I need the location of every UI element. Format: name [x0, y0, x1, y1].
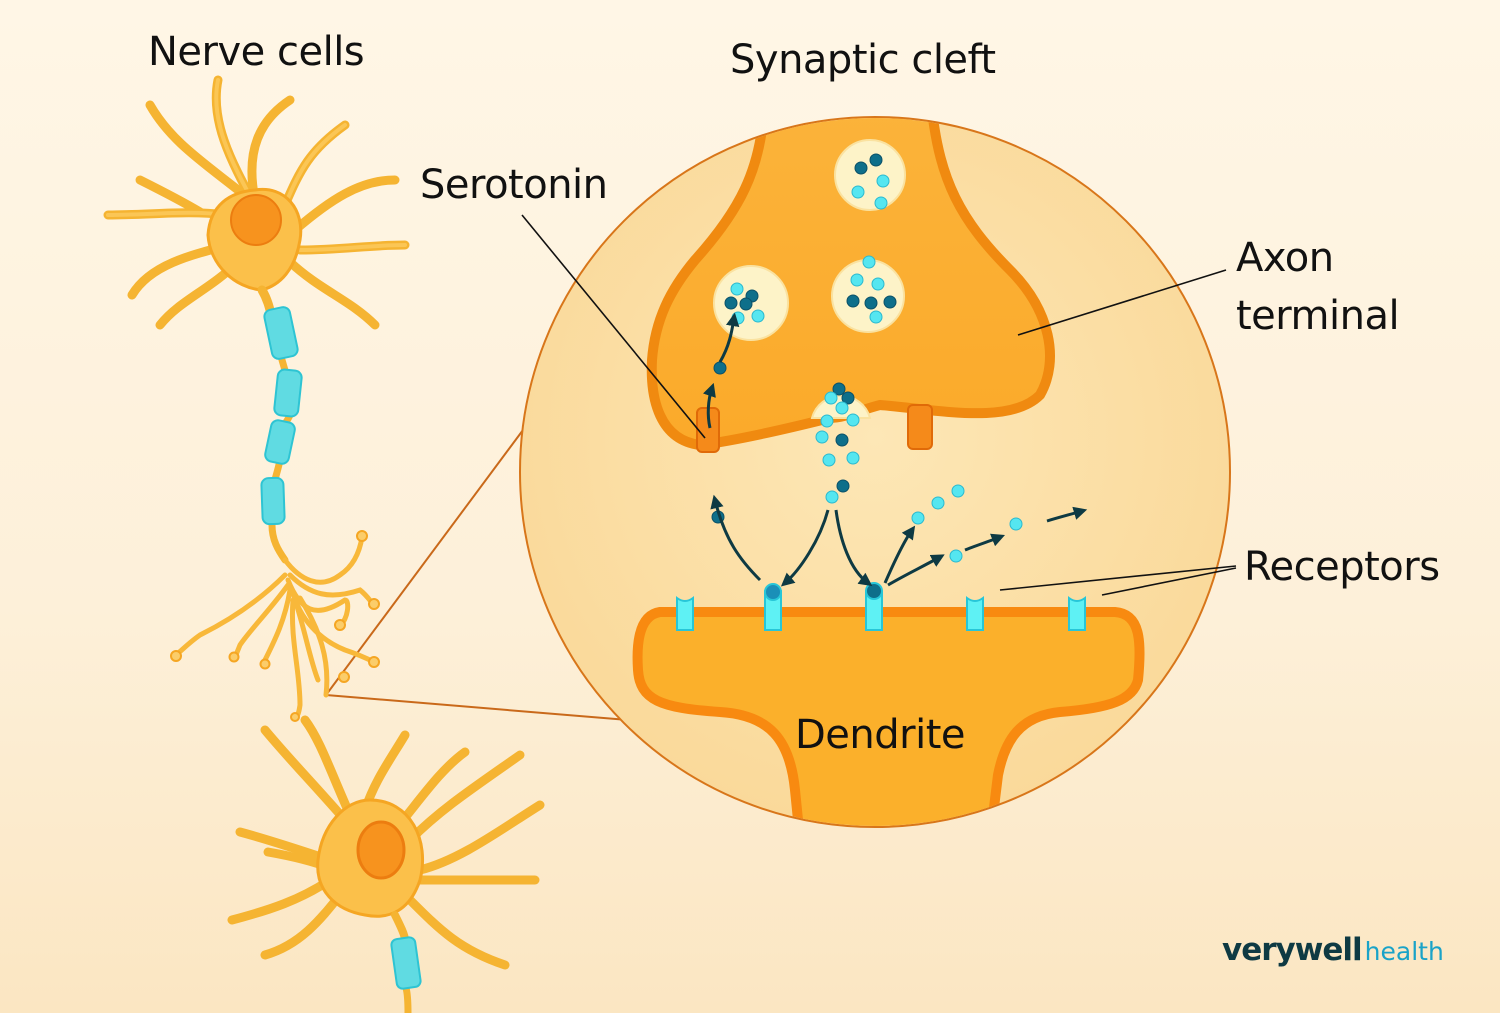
serotonin-molecule-icon	[836, 479, 850, 493]
receptors-leader-line-a	[999, 565, 1237, 591]
serotonin-molecule-icon	[869, 153, 883, 167]
serotonin-molecule-icon	[835, 401, 849, 415]
receptor-icon	[1068, 596, 1086, 631]
lower-neuron	[227, 715, 545, 1013]
bound-serotonin-molecule-icon	[764, 583, 782, 601]
serotonin-molecule-icon	[874, 196, 888, 210]
serotonin-molecule-icon	[851, 185, 865, 199]
serotonin-molecule-icon	[815, 430, 829, 444]
serotonin-molecule-icon	[822, 453, 836, 467]
serotonin-molecule-icon	[835, 433, 849, 447]
serotonin-molecule-icon	[883, 295, 897, 309]
serotonin-molecule-icon	[739, 297, 753, 311]
serotonin-leader-line	[521, 214, 706, 439]
serotonin-molecule-icon	[713, 361, 727, 375]
serotonin-molecule-icon	[1009, 517, 1023, 531]
serotonin-label: Serotonin	[420, 162, 608, 208]
brand-secondary: health	[1364, 937, 1444, 966]
arrow-icon	[703, 312, 1088, 587]
receptors-leader-line-b	[1101, 567, 1237, 596]
serotonin-molecule-icon	[876, 174, 890, 188]
serotonin-molecule-icon	[854, 161, 868, 175]
serotonin-molecule-icon	[911, 511, 925, 525]
upper-neuron	[103, 75, 410, 722]
synaptic-cleft-label: Synaptic cleft	[730, 37, 996, 83]
leader-lines	[521, 214, 1237, 596]
dendrite-label: Dendrite	[795, 712, 966, 758]
receptor-icon	[676, 596, 694, 631]
myelin-sheath-icon	[390, 936, 422, 990]
serotonin-molecule-icon	[846, 451, 860, 465]
brand-primary: verywell	[1222, 932, 1363, 968]
serotonin-molecule-icon	[869, 310, 883, 324]
serotonin-molecule-icon	[820, 414, 834, 428]
serotonin-molecule-icon	[724, 296, 738, 310]
axon-terminal-leader-line	[1017, 269, 1227, 336]
axon-terminal-label: Axon terminal	[1236, 228, 1400, 346]
bound-serotonin-molecule-icon	[865, 582, 883, 600]
zoom-connector	[325, 429, 629, 721]
serotonin-molecule-icon	[850, 273, 864, 287]
serotonin-molecule-icon	[864, 296, 878, 310]
receptor-icon	[966, 596, 984, 631]
receptor-icon	[676, 582, 1086, 631]
serotonin-molecule-icon	[862, 255, 876, 269]
serotonin-molecule-icon	[730, 282, 744, 296]
serotonin-molecule-icon	[846, 413, 860, 427]
serotonin-molecule-icon	[949, 549, 963, 563]
axon-terminal-label-line1: Axon	[1236, 235, 1334, 281]
zoomed-synapse	[632, 118, 1145, 826]
axon-terminal-label-line2: terminal	[1236, 293, 1400, 339]
serotonin-molecule-icon	[832, 382, 846, 396]
serotonin-molecule-icon	[846, 294, 860, 308]
serotonin-molecule-icon	[841, 391, 855, 405]
serotonin-molecule-icon	[825, 490, 839, 504]
receptors-label: Receptors	[1244, 544, 1440, 590]
serotonin-molecule-icon	[951, 484, 965, 498]
serotonin-molecule-icon	[871, 277, 885, 291]
dendrite	[632, 607, 1145, 826]
serotonin-molecule-icon	[751, 309, 765, 323]
nerve-cells-label: Nerve cells	[148, 29, 365, 75]
myelin-sheath-icon	[260, 306, 303, 526]
serotonin-molecule-icon	[931, 496, 945, 510]
serotonin-molecule-icon	[824, 391, 838, 405]
